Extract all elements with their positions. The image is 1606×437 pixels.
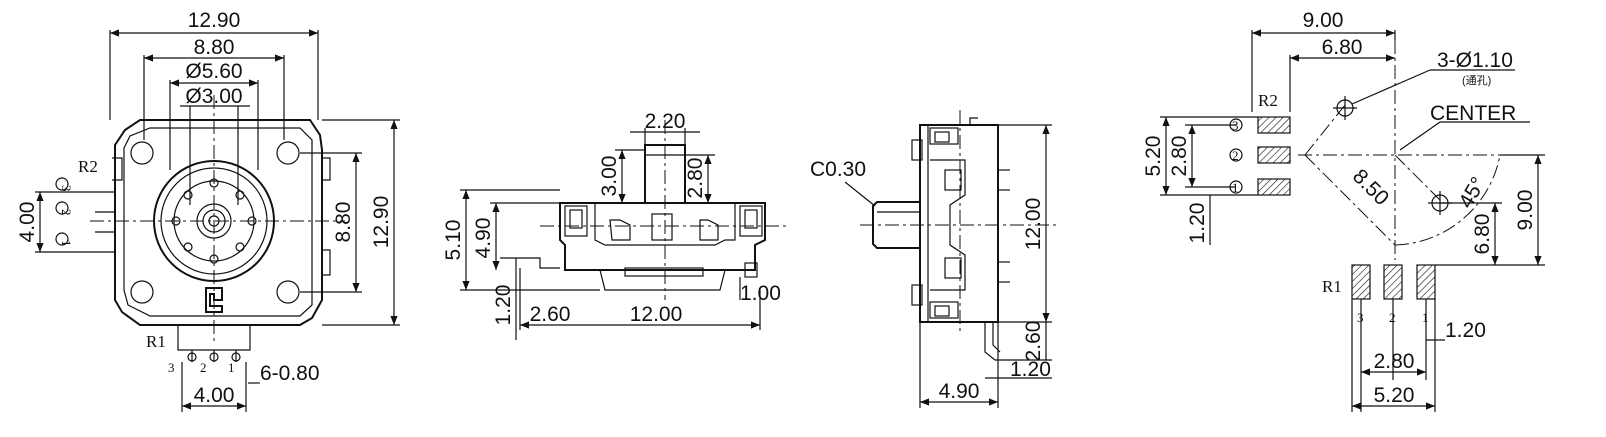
- dim-left-pin-span: 4.00: [16, 202, 39, 243]
- dim-bottom-pin-span: 4.00: [194, 384, 235, 407]
- pcb-rotor-label-bottom: R1: [1322, 277, 1342, 296]
- dim-chamfer: C0.30: [810, 158, 866, 181]
- dim-end-terminal-step: 1.20: [1010, 358, 1051, 381]
- dim-terminal-offset: 2.60: [530, 303, 571, 326]
- dim-end-length: 12.00: [1022, 198, 1045, 251]
- pcb-dim-top-width-2: 6.80: [1322, 36, 1363, 59]
- pcb-dim-left-pitch: 2.80: [1168, 136, 1191, 177]
- logo-icon: [205, 287, 223, 313]
- pcb-center-label: CENTER: [1430, 102, 1516, 125]
- dim-body-height: 4.90: [472, 218, 495, 259]
- mount-hole: [130, 141, 154, 165]
- bottom-pin-label: 3: [168, 360, 175, 375]
- rotor-label-left: R2: [78, 157, 98, 176]
- pcb-dim-bottom-pitch-1: 1.20: [1445, 319, 1486, 342]
- pcb-dim-bottom-total: 5.20: [1374, 384, 1415, 407]
- pcb-hole: [1333, 96, 1357, 120]
- dim-end-terminal-height: 2.60: [1022, 321, 1045, 362]
- dim-pin-width: 6-0.80: [260, 362, 320, 385]
- pcb-pad: [1257, 146, 1291, 164]
- dim-inner-diameter: Ø3.00: [185, 85, 242, 108]
- bottom-pin-label: 2: [200, 360, 207, 375]
- mount-hole: [276, 141, 300, 165]
- dim-terminal-height: 1.20: [492, 285, 515, 326]
- pcb-hole-note-sub: (通孔): [1462, 74, 1491, 87]
- pcb-pad: [1257, 116, 1291, 134]
- mount-hole: [130, 280, 154, 304]
- dim-shaft-width: 2.20: [645, 110, 686, 133]
- front-view: 3 2 1 R2 R1 3 2 1 12.90 8.80 Ø5.60: [16, 9, 400, 412]
- end-view: C0.30 12.00 2.60 1.20 4.90: [810, 110, 1060, 408]
- pcb-pad: [1351, 264, 1371, 300]
- dim-shaft-height-2: 2.80: [684, 158, 707, 199]
- dim-outer-diameter: Ø5.60: [185, 60, 242, 83]
- dim-right-step: 1.00: [740, 282, 781, 305]
- pcb-pad: [1383, 264, 1403, 300]
- side-view: 2.20 3.00 2.80 5.10 4.90 1.20 2.60 12.00…: [442, 110, 790, 340]
- pcb-dim-right-height-2: 6.80: [1471, 214, 1494, 255]
- rotor-label-bottom: R1: [146, 332, 166, 351]
- pcb-pad: [1416, 264, 1436, 300]
- bottom-pin-label: 1: [228, 360, 235, 375]
- pcb-rotor-label-left: R2: [1258, 91, 1278, 110]
- dim-overall-height: 12.90: [370, 196, 393, 249]
- pcb-dim-left-bottom: 1.20: [1186, 203, 1209, 244]
- pcb-bottom-pin: 2: [1389, 310, 1396, 325]
- pcb-pad: [1257, 178, 1291, 196]
- dim-total-height: 5.10: [442, 220, 465, 261]
- pcb-layout: R2 3 2 1 R1 3 2 1 9.00 6.80 3-Ø1.10 (通孔)…: [1142, 9, 1545, 412]
- dim-shaft-height: 3.00: [598, 156, 621, 197]
- dim-end-width: 4.90: [939, 380, 980, 403]
- pcb-dim-bottom-pitch-2: 2.80: [1374, 350, 1415, 373]
- mount-hole: [276, 280, 300, 304]
- pcb-dim-right-height: 9.00: [1514, 190, 1537, 231]
- pcb-hole-note: 3-Ø1.10: [1437, 49, 1513, 72]
- dim-overall-width: 12.90: [188, 9, 241, 32]
- dim-side-hole-span: 8.80: [332, 202, 355, 243]
- dim-body-length: 12.00: [630, 303, 683, 326]
- pcb-bottom-pin: 3: [1357, 310, 1364, 325]
- dim-hole-span: 8.80: [194, 36, 235, 59]
- pcb-dim-top-width: 9.00: [1303, 9, 1344, 32]
- pcb-dim-diagonal: 8.50: [1348, 165, 1393, 210]
- pcb-bottom-pin: 1: [1422, 310, 1429, 325]
- pcb-left-pin: 2: [1232, 148, 1239, 163]
- pcb-dim-angle: 45°: [1454, 173, 1490, 212]
- pcb-dim-left-total: 5.20: [1142, 136, 1165, 177]
